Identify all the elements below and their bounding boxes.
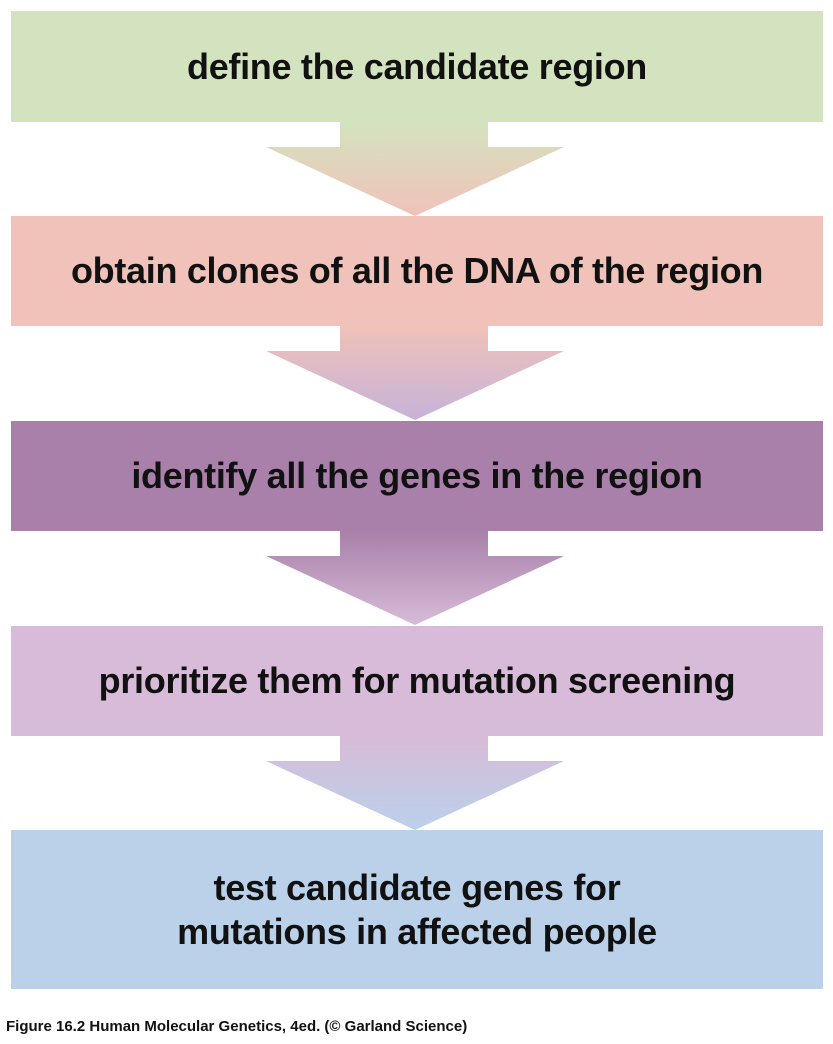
flow-arrow — [266, 122, 564, 216]
step-box-test-candidates: test candidate genes for mutations in af… — [11, 830, 823, 989]
step-box-define-region: define the candidate region — [11, 11, 823, 122]
step-label-line: test candidate genes for — [213, 867, 621, 909]
step-box-obtain-clones: obtain clones of all the DNA of the regi… — [11, 216, 823, 326]
step-label-line: obtain clones of all the DNA of the regi… — [70, 250, 764, 292]
step-label-line: prioritize them for mutation screening — [98, 660, 736, 702]
step-label-line: define the candidate region — [187, 45, 647, 87]
step-label-line: identify all the genes in the region — [131, 455, 703, 497]
step-label: define the candidate region — [187, 45, 647, 88]
step-box-identify-genes: identify all the genes in the region — [11, 421, 823, 531]
step-label: prioritize them for mutation screening — [99, 659, 736, 702]
flow-arrow — [266, 736, 564, 830]
flow-arrow — [266, 326, 564, 420]
flow-arrow — [266, 531, 564, 625]
step-label: obtain clones of all the DNA of the regi… — [71, 249, 763, 292]
figure-caption: Figure 16.2 Human Molecular Genetics, 4e… — [6, 1018, 468, 1035]
step-label-line: mutations in affected people — [177, 910, 657, 952]
step-label: identify all the genes in the region — [131, 454, 703, 497]
step-label: test candidate genes for mutations in af… — [177, 866, 657, 952]
step-box-prioritize: prioritize them for mutation screening — [11, 626, 823, 736]
